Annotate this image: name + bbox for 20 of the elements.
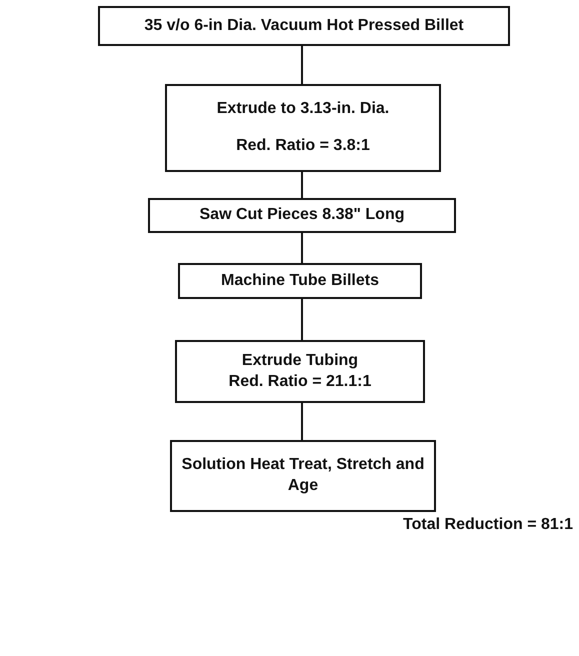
note-text: Total Reduction = 81:1 — [403, 516, 573, 534]
step-text: Red. Ratio = 3.8:1 — [236, 136, 370, 156]
connector-line — [301, 172, 303, 198]
step-text: Red. Ratio = 21.1:1 — [228, 372, 372, 392]
process-box — [178, 263, 422, 299]
connector-line — [301, 299, 303, 340]
process-box — [98, 6, 510, 46]
step-text: Extrude to 3.13-in. Dia. — [216, 99, 390, 120]
process-box — [170, 440, 436, 512]
connector-line — [301, 46, 303, 84]
connector-line — [301, 233, 303, 263]
step-text: 35 v/o 6-in Dia. Vacuum Hot Pressed Billet — [144, 16, 464, 36]
step-text: Extrude Tubing — [242, 350, 358, 371]
step-text: Machine Tube Billets — [221, 270, 379, 291]
process-box — [148, 198, 456, 233]
connector-line — [301, 403, 303, 440]
step-text: Saw Cut Pieces 8.38" Long — [200, 205, 404, 226]
process-box — [165, 84, 441, 172]
step-text: Solution Heat Treat, Stretch and Age — [180, 455, 426, 496]
process-box — [175, 340, 425, 403]
